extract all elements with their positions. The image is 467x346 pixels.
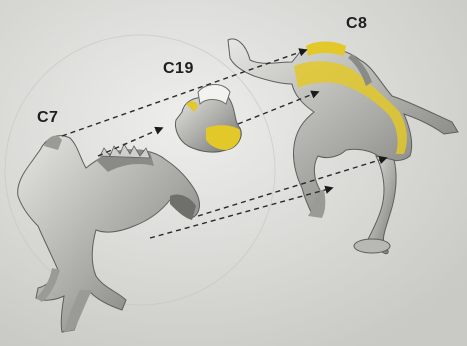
c8-hoof bbox=[354, 239, 390, 253]
label-c19: C19 bbox=[163, 60, 194, 78]
label-c8: C8 bbox=[346, 15, 367, 33]
label-c7: C7 bbox=[37, 109, 58, 127]
